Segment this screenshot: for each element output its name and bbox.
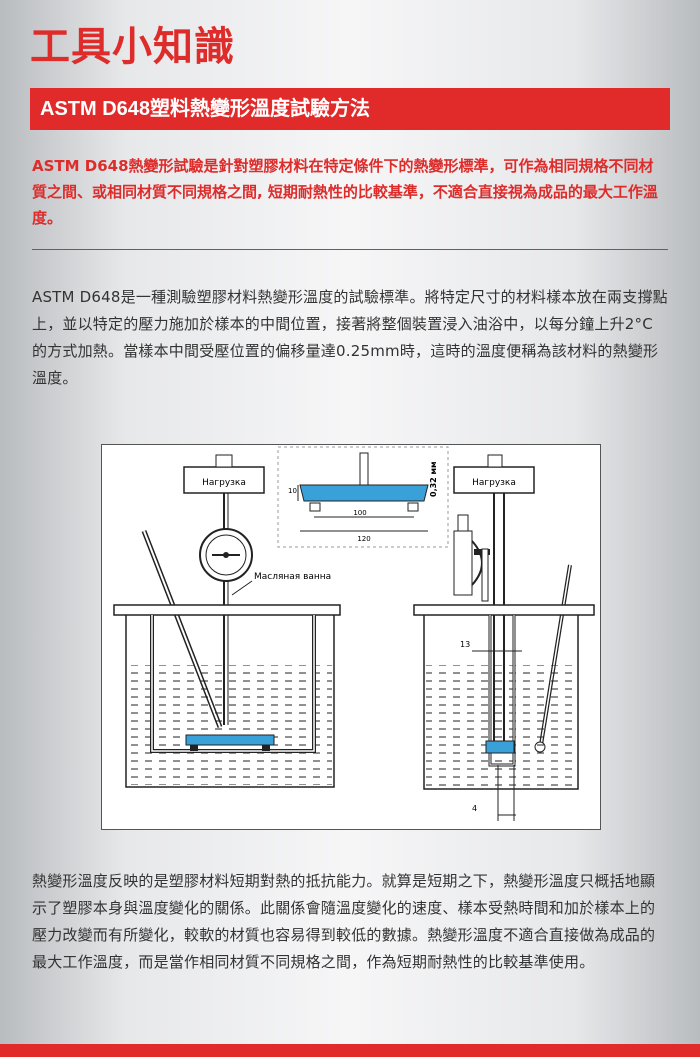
dim-032: 0,32 мм (429, 461, 438, 497)
specimen-left (185, 734, 275, 746)
oil-bath-label: Масляная ванна (254, 572, 331, 582)
section-title-bar: ASTM D648塑料熱變形溫度試驗方法 (30, 88, 670, 130)
dim-4: 4 (472, 804, 477, 813)
right-apparatus: Нагрузка 13 (413, 454, 595, 821)
bottom-accent-bar (0, 1044, 700, 1057)
intro-text: ASTM D648熱變形試驗是針對塑膠材料在特定條件下的熱變形標準，可作為相同規… (32, 157, 658, 227)
paragraph-explanation: 熱變形溫度反映的是塑膠材料短期對熱的抵抗能力。就算是短期之下，熱變形溫度只概括地… (32, 872, 656, 971)
left-apparatus: Нагрузка Масляная ванна (113, 454, 341, 788)
dim-100: 100 (353, 509, 366, 517)
dim-120: 120 (357, 535, 370, 543)
load-label-left: Нагрузка (202, 478, 246, 488)
test-apparatus-diagram: Нагрузка Масляная ванна (101, 444, 601, 830)
dim-10: 10 (288, 487, 297, 495)
specimen-inset: 10 100 120 0,32 мм (277, 446, 449, 548)
load-label-right: Нагрузка (472, 478, 516, 488)
paragraph-method: ASTM D648是一種測驗塑膠材料熱變形溫度的試驗標準。將特定尺寸的材料樣本放… (32, 288, 668, 387)
specimen-right (485, 740, 515, 754)
dim-13: 13 (460, 640, 470, 649)
page-title: ASTM D648塑料熱變形溫度試驗方法 (40, 98, 371, 120)
brand-title: 工具小知識 (30, 24, 235, 70)
divider (32, 249, 668, 250)
